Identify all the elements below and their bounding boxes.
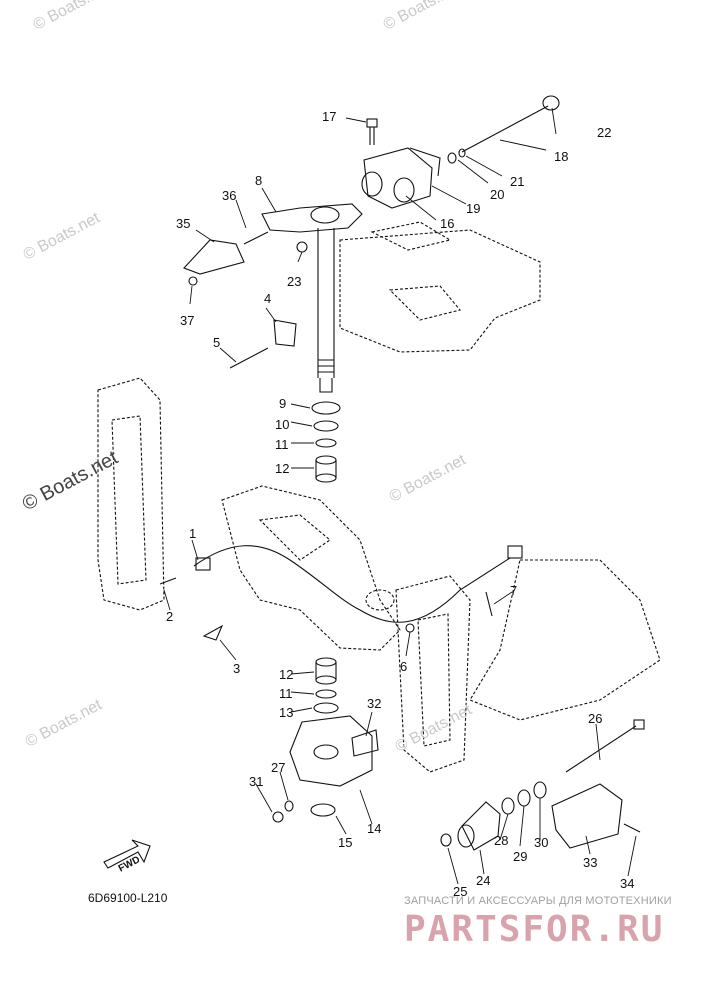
steering-shaft — [317, 228, 335, 393]
washer-9 — [311, 401, 341, 415]
washer-10 — [313, 420, 339, 432]
callout-1: 1 — [189, 526, 197, 541]
callout-28: 28 — [494, 833, 509, 848]
bushing-12-lower — [315, 657, 337, 685]
ring-11-lower — [315, 689, 337, 699]
callout-8: 8 — [255, 173, 263, 188]
callout-22: 22 — [597, 125, 612, 140]
washer-13 — [313, 702, 339, 714]
callout-11-lower: 11 — [279, 686, 293, 701]
clamp-3 — [202, 624, 224, 641]
callout-15: 15 — [338, 835, 353, 850]
callout-31: 31 — [249, 774, 264, 789]
cover-33 — [551, 783, 623, 849]
callout-27: 27 — [271, 760, 286, 775]
washer-27 — [284, 800, 294, 812]
bolt-36 — [243, 231, 269, 245]
bolt-34 — [623, 823, 641, 833]
callout-7: 7 — [510, 583, 518, 598]
screw-6 — [405, 623, 415, 633]
pin-7 — [485, 591, 493, 617]
callout-9: 9 — [279, 396, 287, 411]
callout-20: 20 — [490, 187, 505, 202]
rod-18 — [461, 105, 549, 153]
callout-12-lower: 12 — [279, 667, 294, 682]
callout-18: 18 — [554, 149, 569, 164]
banner-tagline: ЗАПЧАСТИ И АКСЕССУАРЫ ДЛЯ МОТОТЕХНИКИ — [404, 895, 672, 907]
callout-6: 6 — [400, 659, 408, 674]
nut-31 — [272, 811, 284, 823]
lower-case — [469, 559, 661, 721]
callout-26: 26 — [588, 711, 603, 726]
trim-sensor-lead — [193, 545, 523, 623]
banner-logo[interactable]: PARTSFOR.RU — [404, 909, 665, 950]
callout-12-upper: 12 — [275, 461, 290, 476]
bolt-2 — [159, 577, 177, 585]
callout-23: 23 — [287, 274, 302, 289]
callout-37: 37 — [180, 313, 195, 328]
rubber-mount-24 — [457, 801, 501, 851]
callout-14: 14 — [367, 821, 382, 836]
callout-21: 21 — [510, 174, 525, 189]
clip-15 — [310, 803, 336, 817]
lower-mount-14 — [289, 715, 373, 787]
bolt-26 — [565, 719, 645, 773]
callout-36: 36 — [222, 188, 237, 203]
callout-2: 2 — [166, 609, 174, 624]
callout-30: 30 — [534, 835, 549, 850]
bracket-35 — [183, 239, 245, 286]
callout-10: 10 — [275, 417, 290, 432]
clamp-bracket-left — [97, 377, 165, 611]
leader-lines — [163, 107, 637, 885]
nut-23 — [296, 241, 308, 253]
washer-20 — [447, 152, 457, 164]
callout-35: 35 — [176, 216, 191, 231]
callout-33: 33 — [583, 855, 598, 870]
callout-32: 32 — [367, 696, 382, 711]
washer-30 — [533, 781, 547, 799]
washer-21 — [458, 148, 466, 158]
callout-34: 34 — [620, 876, 635, 891]
callout-11-upper: 11 — [275, 437, 289, 452]
callout-3: 3 — [233, 661, 241, 676]
bolt-17 — [366, 118, 378, 145]
upper-mount-plate — [339, 221, 541, 353]
callout-4: 4 — [264, 291, 272, 306]
callout-5: 5 — [213, 335, 221, 350]
callout-16: 16 — [440, 216, 455, 231]
callout-13: 13 — [279, 705, 294, 720]
swivel-bracket — [221, 485, 401, 651]
bolt-5 — [229, 347, 269, 369]
steering-arm — [261, 203, 363, 233]
callout-29: 29 — [513, 849, 528, 864]
fwd-arrow-icon — [103, 839, 151, 869]
ring-11-upper — [315, 438, 337, 448]
washer-25 — [440, 833, 452, 847]
clamp-4 — [273, 319, 297, 347]
clamp-bracket-right — [395, 575, 471, 773]
callout-19: 19 — [466, 201, 481, 216]
diagram-code: 6D69100-L210 — [88, 891, 168, 905]
cover-32 — [351, 729, 379, 757]
washer-29 — [517, 789, 531, 807]
callout-17: 17 — [322, 109, 337, 124]
mount-housing — [361, 147, 441, 209]
bushing-12-upper — [315, 455, 337, 483]
nut-22 — [542, 95, 560, 111]
callout-25: 25 — [453, 884, 468, 899]
washer-28 — [501, 797, 515, 815]
callout-24: 24 — [476, 873, 491, 888]
